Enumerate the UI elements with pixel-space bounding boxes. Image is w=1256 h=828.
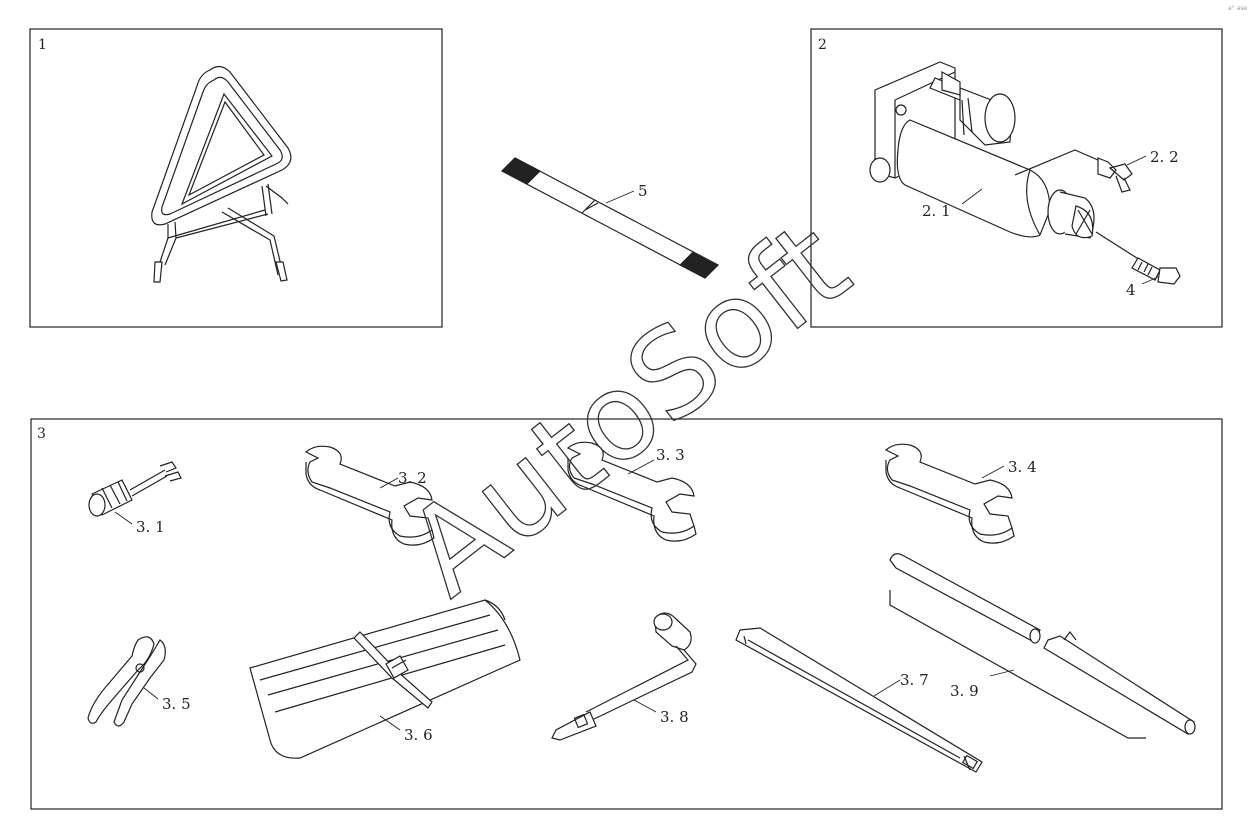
extension-bar-icon	[735, 627, 983, 773]
tool-roll-bag-icon	[249, 599, 521, 759]
panel-1-frame	[29, 28, 443, 328]
callout-5: 5	[638, 182, 648, 200]
hydraulic-jack-icon	[869, 61, 1181, 285]
panel-3-number: 3	[37, 426, 46, 442]
callout-3-5: 3. 5	[162, 695, 191, 713]
callout-3-3: 3. 3	[656, 446, 685, 464]
panel-3-frame	[30, 418, 1223, 810]
watermark-text: AutoSoft	[382, 196, 874, 623]
panel-1-number: 1	[38, 37, 47, 53]
screwdriver-icon	[88, 461, 182, 517]
panel-2-number: 2	[818, 37, 827, 53]
callout-2-1: 2. 1	[922, 202, 951, 220]
wheel-wrench-icon	[551, 612, 697, 741]
callout-3-4: 3. 4	[1008, 458, 1037, 476]
warning-triangle-icon	[151, 65, 292, 283]
strip-part-5: 5	[501, 157, 719, 279]
callout-3-1: 3. 1	[136, 518, 165, 536]
wrench-3-4-icon	[884, 443, 1015, 544]
panel-2-frame	[810, 28, 1223, 328]
panel-3: 3 3. 1 3. 2 3. 3	[30, 418, 1223, 810]
jack-handle-icon	[889, 553, 1196, 739]
callout-3-7: 3. 7	[900, 671, 929, 689]
panel-2: 2 2. 2 2. 1	[810, 28, 1223, 328]
corner-mark: a° ase	[1228, 5, 1247, 12]
pliers-icon	[87, 636, 166, 727]
wrench-3-3-icon	[566, 441, 697, 542]
callout-3-9: 3. 9	[950, 682, 979, 700]
callout-3-2: 3. 2	[398, 469, 427, 487]
callout-2-2: 2. 2	[1150, 148, 1179, 166]
wrench-3-2-icon	[304, 445, 435, 546]
callout-4: 4	[1126, 281, 1136, 299]
panel-1: 1	[29, 28, 443, 328]
callout-3-6: 3. 6	[404, 726, 433, 744]
callout-3-8: 3. 8	[660, 708, 689, 726]
